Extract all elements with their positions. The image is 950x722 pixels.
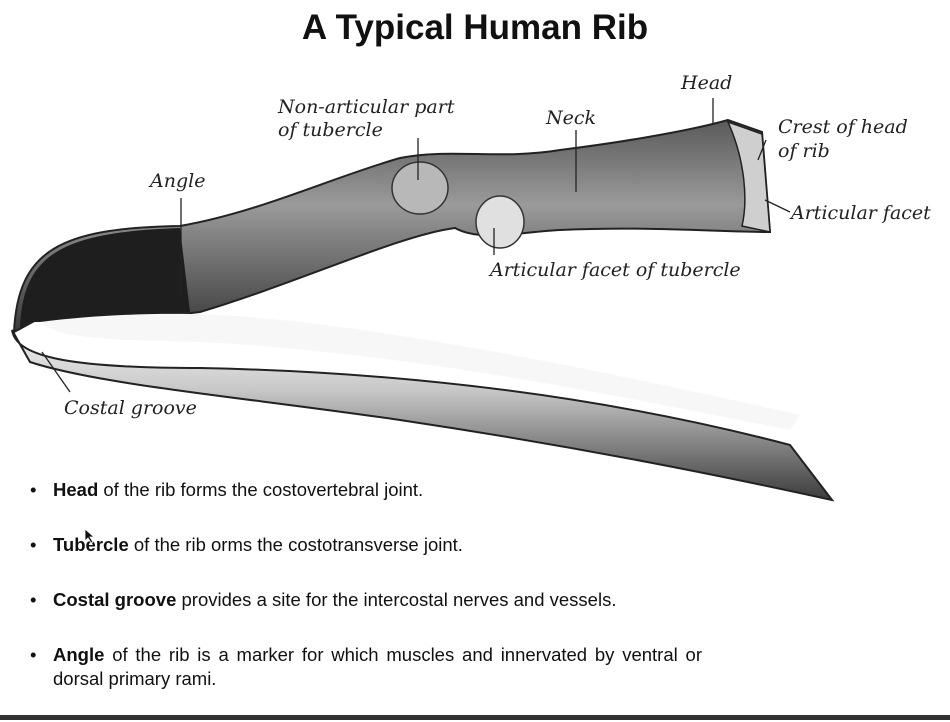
rib-illustration xyxy=(11,98,835,502)
label-non-articular-2: of tubercle xyxy=(278,119,383,141)
label-articular-facet: Articular facet xyxy=(791,202,931,224)
bullet-term: Angle xyxy=(53,644,105,665)
label-head: Head xyxy=(681,72,733,94)
bullet-text: of the rib forms the costovertebral join… xyxy=(98,479,424,500)
mouse-cursor-icon xyxy=(84,528,96,544)
bullet-item: Angle of the rib is a marker for which m… xyxy=(30,643,702,691)
label-articular-facet-tubercle: Articular facet of tubercle xyxy=(490,259,741,281)
label-crest-1: Crest of head xyxy=(778,116,908,138)
head-facet-shape xyxy=(726,120,771,233)
non-articular-tubercle-shape xyxy=(391,161,449,215)
costal-groove-shape xyxy=(40,313,800,430)
rib-angle-dark xyxy=(20,228,190,330)
leader-lines xyxy=(41,98,791,393)
bullet-item: Costal groove provides a site for the in… xyxy=(30,588,702,612)
bullet-term: Tubercle xyxy=(53,534,129,555)
label-costal-groove: Costal groove xyxy=(64,397,197,419)
bullet-text: of the rib orms the costotransverse join… xyxy=(128,534,463,555)
bullet-term: Costal groove xyxy=(53,589,177,610)
label-neck: Neck xyxy=(546,107,597,129)
bullet-item: Head of the rib forms the costovertebral… xyxy=(30,478,702,502)
bullet-item: Tubercle of the rib orms the costotransv… xyxy=(30,533,702,557)
rib-upper-shaft xyxy=(12,118,772,334)
rib-lower-shaft xyxy=(11,329,835,502)
bullet-term: Head xyxy=(53,479,99,500)
bullet-text: provides a site for the intercostal nerv… xyxy=(176,589,617,610)
articular-facet-tubercle-shape xyxy=(475,195,525,249)
bullet-list: Head of the rib forms the costovertebral… xyxy=(30,478,702,722)
label-angle: Angle xyxy=(150,170,206,192)
label-crest-2: of rib xyxy=(778,140,830,162)
bottom-bar xyxy=(0,715,950,720)
slide-title: A Typical Human Rib xyxy=(301,8,649,47)
bullet-text: of the rib is a marker for which muscles… xyxy=(53,644,702,689)
label-non-articular-1: Non-articular part xyxy=(278,96,455,118)
